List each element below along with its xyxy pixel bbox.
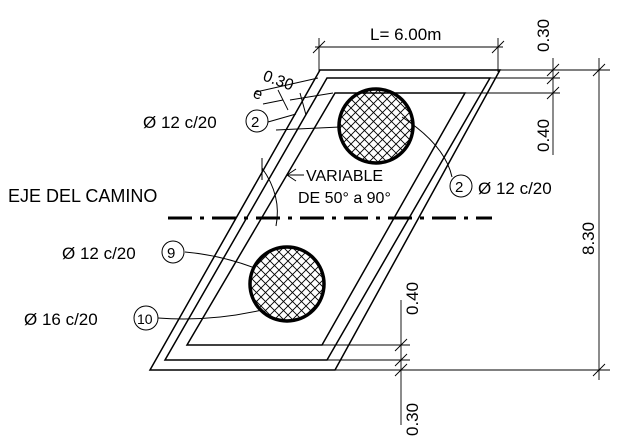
wall-thickness-dimension <box>255 77 319 111</box>
wall-symbol-label: e <box>251 85 265 104</box>
right-dimensions <box>335 58 610 380</box>
skew-angle-mark <box>261 158 304 227</box>
mark-circle-9 <box>161 240 185 264</box>
bottom-thickness-label: 0.30 <box>403 403 422 436</box>
angle-label-line1: VARIABLE <box>306 168 383 185</box>
total-height-label: 8.30 <box>579 222 598 255</box>
rebar-sections <box>248 87 415 323</box>
mark-circle-10 <box>133 305 159 331</box>
rebar-mark-9: 9 <box>167 245 175 262</box>
leader-lines <box>157 92 453 320</box>
bottom-clearance-label: 0.40 <box>403 282 422 315</box>
rebar-label-9: Ø 12 c/20 <box>62 244 136 263</box>
length-label: L= 6.00m <box>370 25 441 44</box>
rebar-mark-10: 10 <box>137 311 153 327</box>
mark-circle-2b <box>449 174 473 198</box>
bottom-dimensions <box>322 300 410 425</box>
top-clearance-label: 0.40 <box>534 119 553 152</box>
upper-rebar-circle <box>337 87 415 165</box>
rebar-label-10: Ø 16 c/20 <box>24 310 98 329</box>
rebar-label-2a: Ø 12 c/20 <box>143 113 217 132</box>
rebar-mark-2b: 2 <box>455 179 463 196</box>
mark-circle-2a <box>245 109 269 133</box>
mark-circles <box>133 109 473 331</box>
angle-label-line2: DE 50° a 90° <box>298 190 391 207</box>
road-axis-label: EJE DEL CAMINO <box>8 186 157 206</box>
top-thickness-label: 0.30 <box>534 19 553 52</box>
rebar-mark-2a: 2 <box>251 114 259 131</box>
rebar-label-2b: Ø 12 c/20 <box>478 179 552 198</box>
lower-rebar-circle <box>248 245 326 323</box>
length-dimension <box>312 38 505 72</box>
